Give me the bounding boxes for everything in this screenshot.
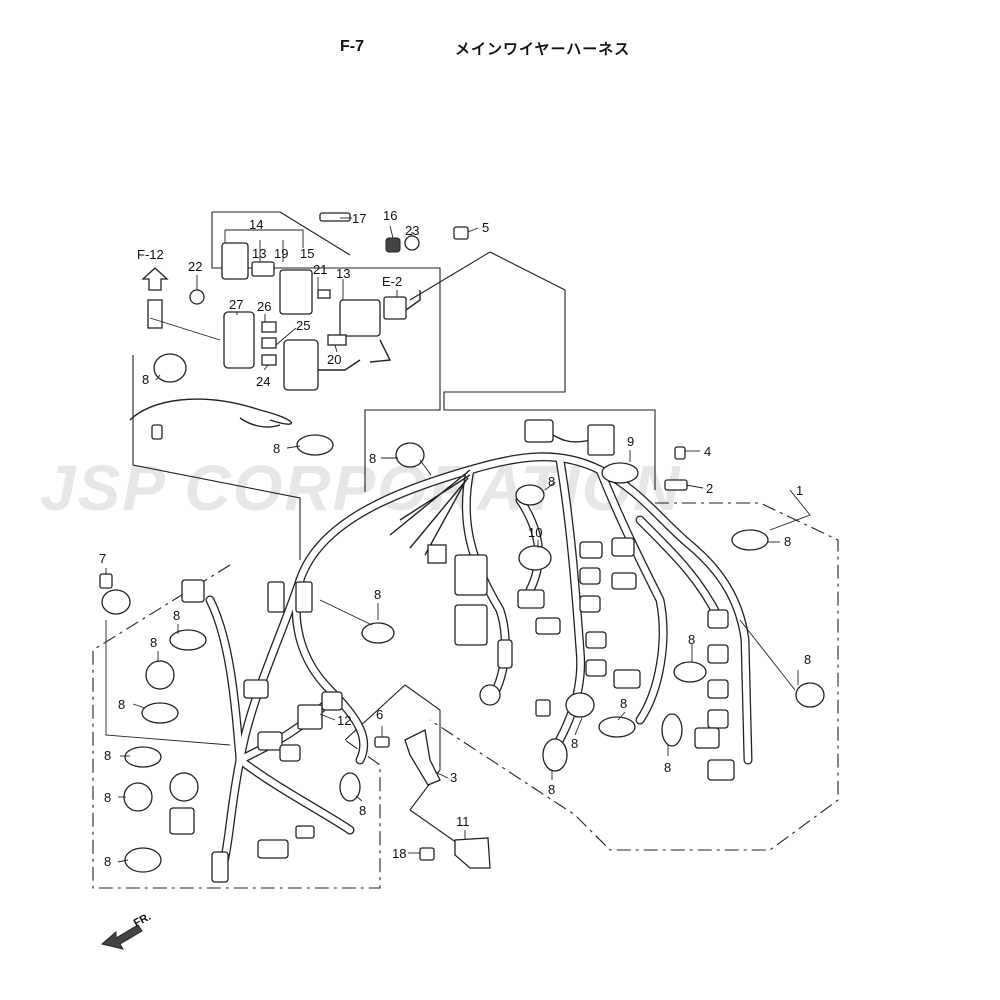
label-part-13a: 13 — [252, 246, 266, 261]
label-part-8: 8 — [173, 608, 180, 623]
label-part-20: 20 — [327, 352, 341, 367]
relay-fuse-assembly — [129, 212, 469, 440]
label-part-4: 4 — [704, 444, 711, 459]
figure-code: F-7 — [340, 38, 364, 55]
label-part-15: 15 — [300, 246, 314, 261]
leader-lines — [105, 217, 811, 863]
label-part-11: 11 — [456, 814, 470, 829]
label-part-3: 3 — [450, 770, 457, 785]
label-part-8: 8 — [142, 372, 149, 387]
label-part-8: 8 — [118, 697, 125, 712]
label-part-8: 8 — [548, 474, 555, 489]
diagram-header: F-7 メインワイヤーハーネス — [0, 34, 1000, 64]
label-part-5: 5 — [482, 220, 489, 235]
label-part-8: 8 — [273, 441, 280, 456]
label-part-8: 8 — [784, 534, 791, 549]
label-part-8: 8 — [369, 451, 376, 466]
label-part-7: 7 — [99, 551, 106, 566]
label-part-8: 8 — [688, 632, 695, 647]
label-part-8: 8 — [104, 748, 111, 763]
label-part-24: 24 — [256, 374, 270, 389]
harness-connectors — [169, 419, 735, 883]
label-part-1: 1 — [796, 483, 803, 498]
label-part-25: 25 — [296, 318, 310, 333]
label-part-16: 16 — [383, 208, 397, 223]
label-part-13b: 13 — [336, 266, 350, 281]
part-number-labels: 1 2 3 4 5 6 7 9 10 11 12 13 13 14 15 16 … — [99, 208, 811, 869]
label-part-23: 23 — [405, 223, 419, 238]
label-part-21: 21 — [313, 262, 327, 277]
label-part-6: 6 — [376, 707, 383, 722]
label-part-14: 14 — [249, 217, 263, 232]
ref-e2: E-2 — [382, 274, 402, 289]
label-part-22: 22 — [188, 259, 202, 274]
front-label: FR. — [132, 911, 153, 930]
label-part-8: 8 — [664, 760, 671, 775]
label-part-8: 8 — [104, 854, 111, 869]
figure-title: メインワイヤーハーネス — [455, 40, 631, 58]
main-wire-harness — [205, 429, 753, 875]
label-part-8: 8 — [374, 587, 381, 602]
label-part-18: 18 — [392, 846, 406, 861]
label-part-8: 8 — [571, 736, 578, 751]
label-part-8: 8 — [548, 782, 555, 797]
label-part-2: 2 — [706, 481, 713, 496]
label-part-12: 12 — [337, 713, 351, 728]
label-part-8: 8 — [104, 790, 111, 805]
label-part-26: 26 — [257, 299, 271, 314]
label-part-10: 10 — [528, 525, 542, 540]
label-part-8: 8 — [804, 652, 811, 667]
label-part-27: 27 — [229, 297, 243, 312]
label-part-8: 8 — [150, 635, 157, 650]
label-part-17: 17 — [352, 211, 366, 226]
assembly-frames — [92, 211, 839, 889]
clamp-bands — [101, 353, 825, 873]
ref-f12: F-12 — [137, 247, 164, 262]
label-part-19: 19 — [274, 246, 288, 261]
label-part-9: 9 — [627, 434, 634, 449]
front-direction-arrow: FR. — [100, 911, 153, 950]
label-part-8: 8 — [359, 803, 366, 818]
label-part-8: 8 — [620, 696, 627, 711]
